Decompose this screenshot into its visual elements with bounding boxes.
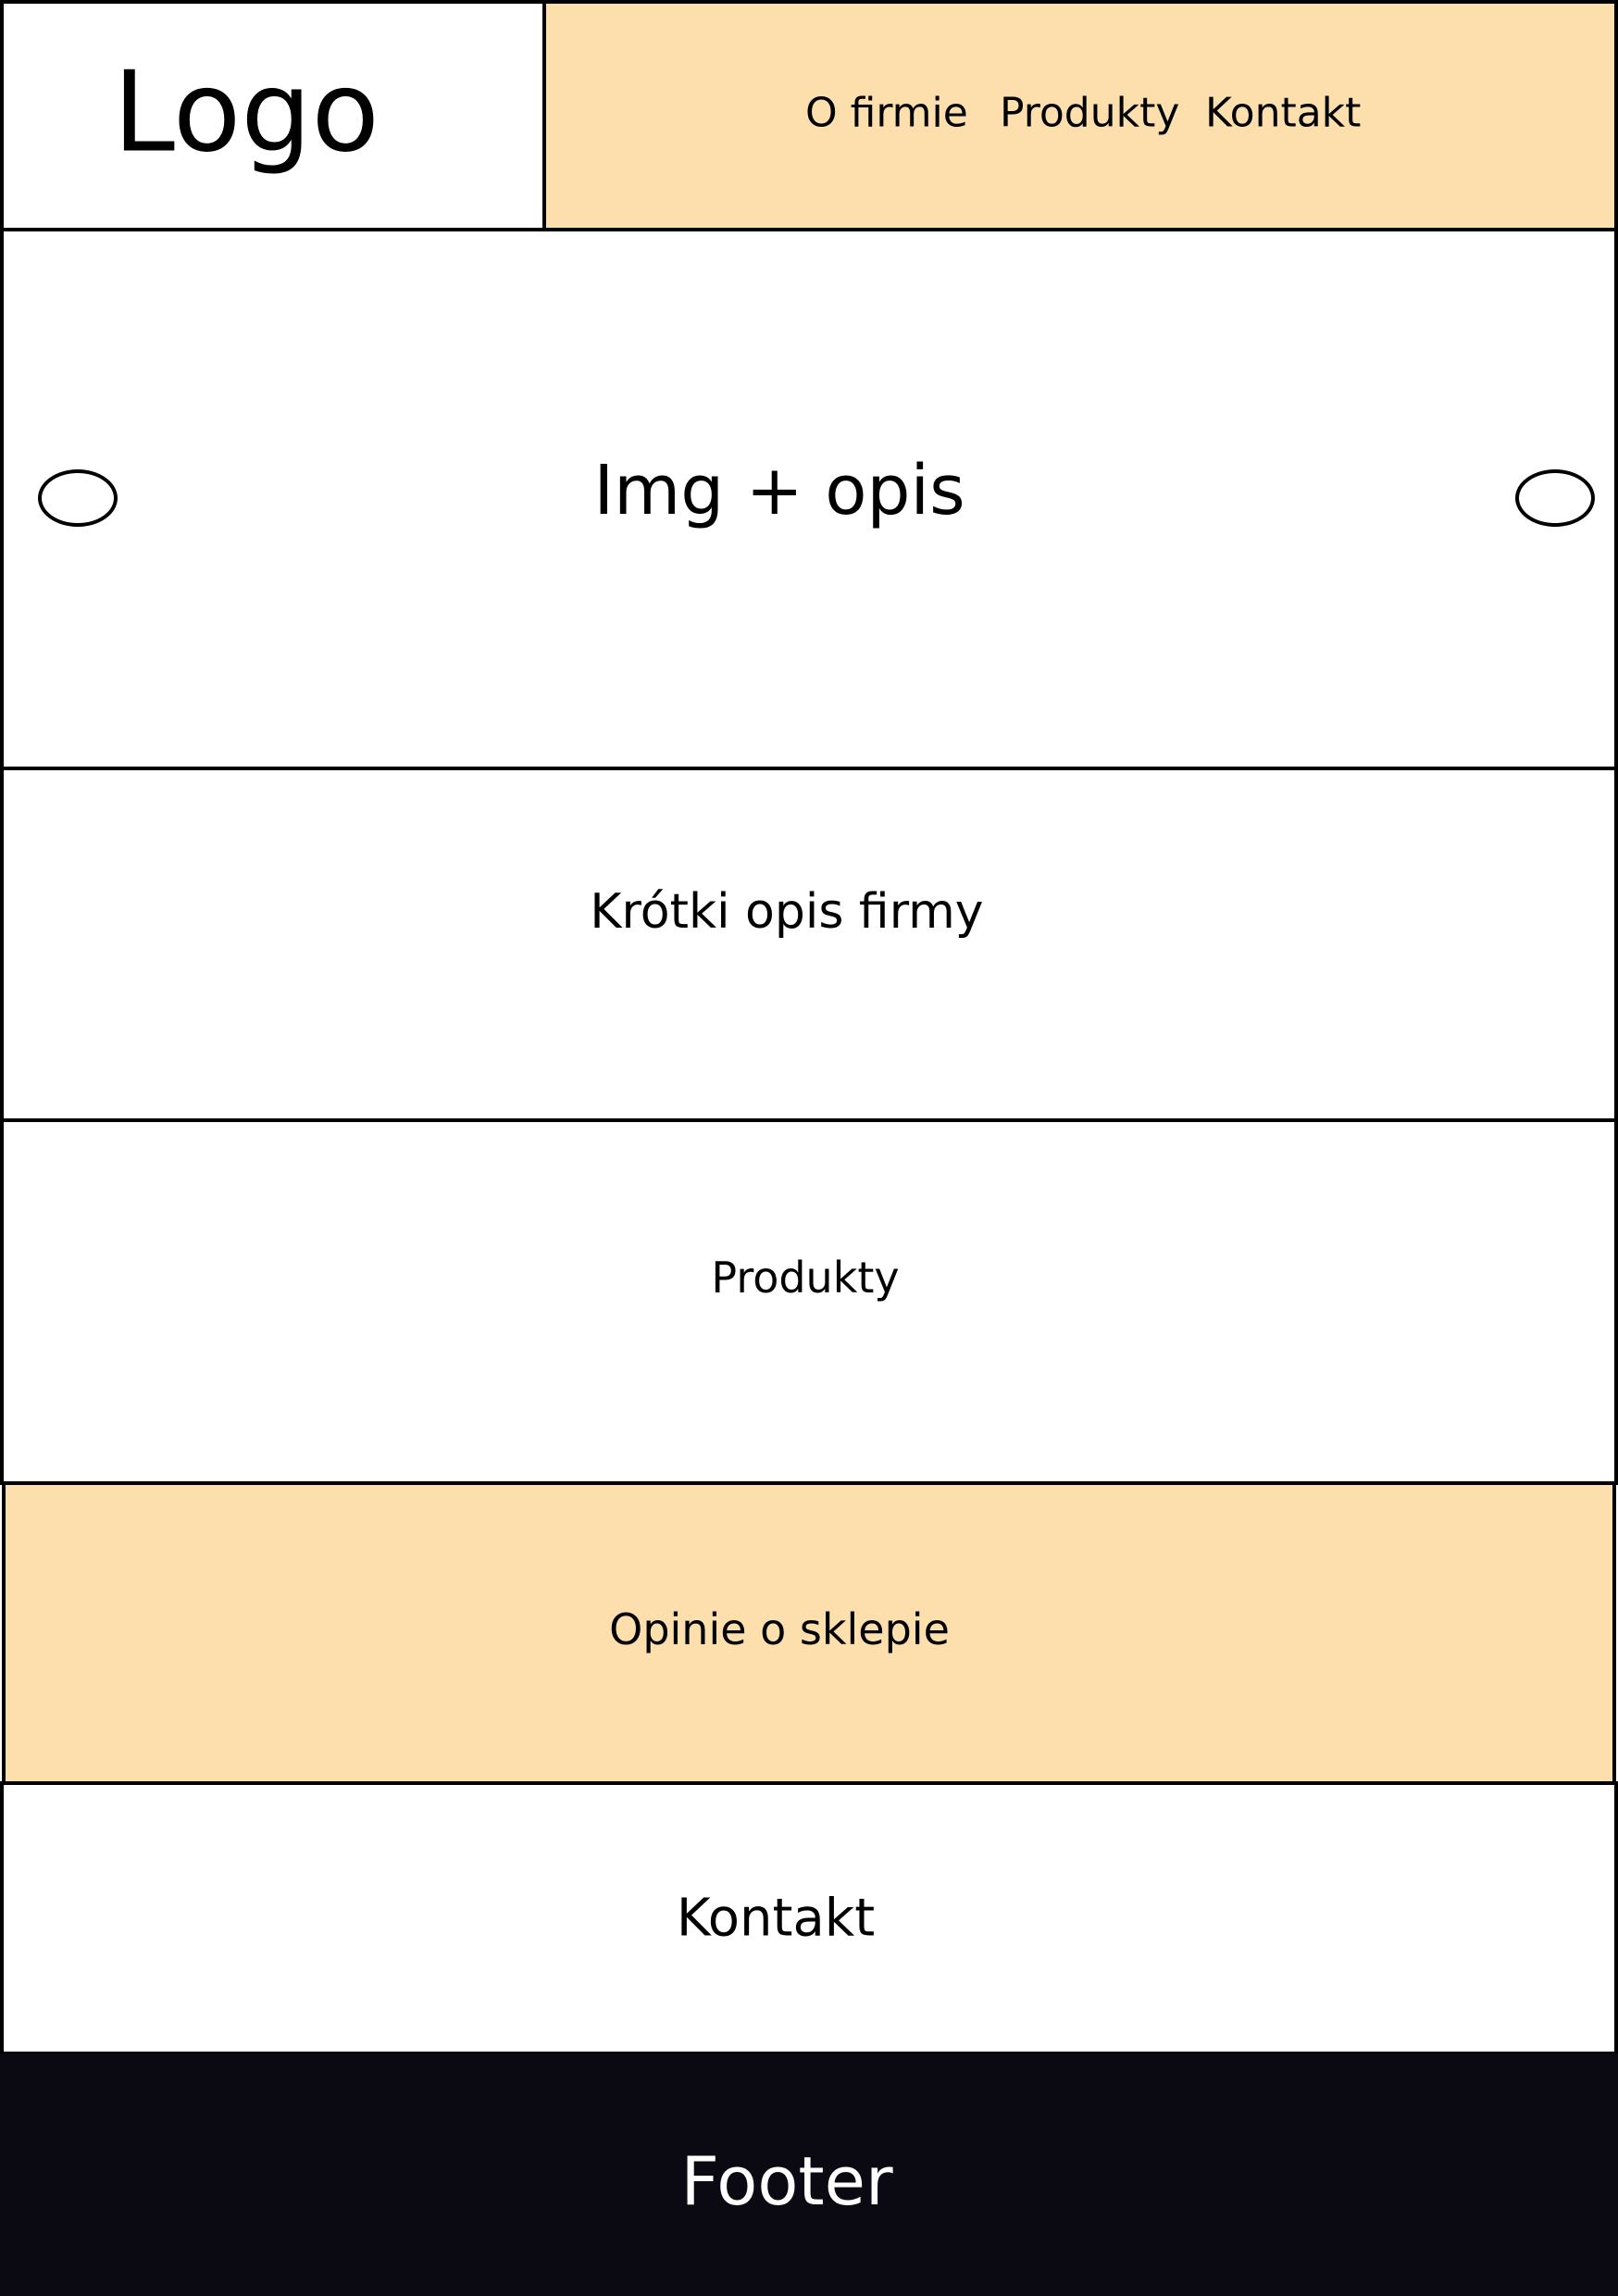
nav-item-o-firmie[interactable]: O firmie (805, 89, 968, 137)
nav-item-produkty[interactable]: Produkty (1000, 89, 1180, 137)
logo-area[interactable] (0, 0, 546, 231)
footer-label: Footer (680, 2142, 893, 2220)
navigation-bar (542, 0, 1618, 231)
products-label: Produkty (711, 1253, 900, 1303)
hero-slider (0, 228, 1618, 770)
contact-label: Kontakt (676, 1888, 876, 1949)
about-section (0, 767, 1618, 1122)
reviews-section (2, 1481, 1616, 1785)
slider-next-button[interactable] (1515, 469, 1595, 527)
about-label: Krótki opis firmy (590, 884, 984, 940)
footer (0, 2053, 1618, 2296)
contact-section (0, 1781, 1618, 2055)
logo[interactable]: Logo (113, 48, 380, 178)
nav-item-kontakt[interactable]: Kontakt (1205, 89, 1362, 137)
slider-prev-button[interactable] (38, 469, 118, 527)
hero-label: Img + opis (593, 451, 965, 530)
reviews-label: Opinie o sklepie (609, 1604, 950, 1654)
